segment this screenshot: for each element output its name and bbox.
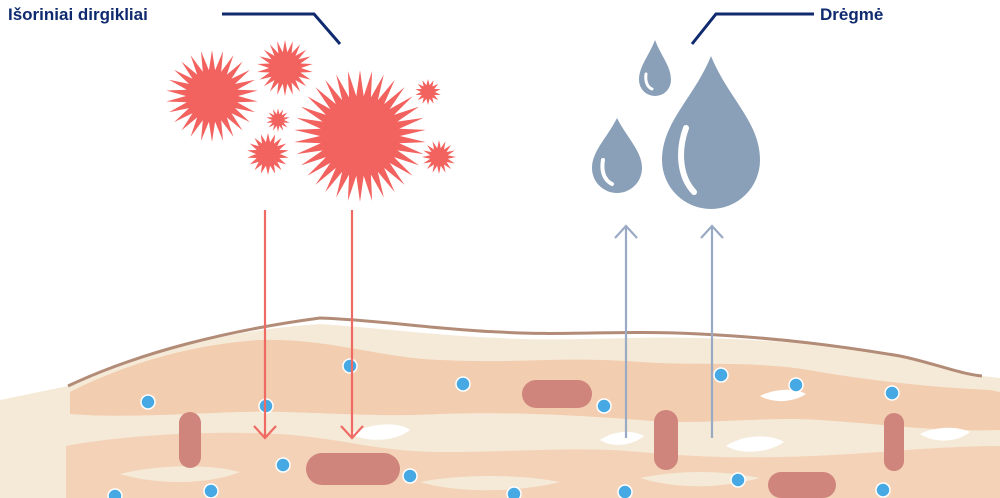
water-molecule-dot [402,468,418,484]
irritant-particle-icon [422,140,456,174]
water-molecule-dot [730,472,746,488]
water-molecule-dot [617,484,633,498]
lipid-gap [640,472,760,487]
irritant-particle-icon [415,79,441,105]
lipid-gap [920,427,970,441]
moisture-leader-line [690,12,814,45]
skin-cells [179,380,904,498]
irritant-particle-icon [294,70,426,202]
irritant-penetration-arrows [253,210,364,440]
skin-cell [306,453,400,485]
lipid-gap [420,476,560,491]
external-irritants-leader-line [222,12,342,45]
irritant-particle-icon [247,133,289,175]
water-molecule-dot [506,486,522,498]
lipid-gap [726,436,784,452]
irritant-particle-icon [266,108,290,132]
irritant-particles [166,40,456,202]
skin-cell [884,413,904,471]
water-molecule-dot [275,457,291,473]
water-molecule-dot [596,398,612,414]
moisture-label: Drėgmė [820,5,883,24]
skin-cell [179,412,201,468]
skin-cell [654,410,678,470]
lipid-gap [350,424,410,440]
water-molecule-dot [788,377,804,393]
up-arrow-icon [700,224,724,438]
droplet-icon [662,56,760,209]
skin-cell [768,472,836,498]
droplet-icon [592,118,642,193]
down-arrow-icon [340,210,364,440]
water-molecule-dot [884,385,900,401]
skin-surface-line [67,316,983,388]
skin-cell-layer [66,432,1000,498]
water-molecule-dot [713,367,729,383]
irritant-particle-icon [257,40,313,96]
droplet-icon [639,40,671,96]
water-molecule-dot [107,488,123,498]
moisture-loss-arrows [614,224,724,438]
water-molecule-dot [875,482,891,498]
up-arrow-icon [614,224,638,438]
water-molecule-dot [455,376,471,392]
water-molecule-dot [140,394,156,410]
water-droplets [592,40,760,209]
external-irritants-label: Išoriniai dirgikliai [8,5,148,24]
water-molecule-dot [342,358,358,374]
water-molecule-dot [203,483,219,498]
lipid-gap [120,466,240,483]
lipid-gap [600,431,644,445]
skin-cell [522,380,592,408]
down-arrow-icon [253,210,277,440]
irritant-particle-icon [166,50,258,142]
